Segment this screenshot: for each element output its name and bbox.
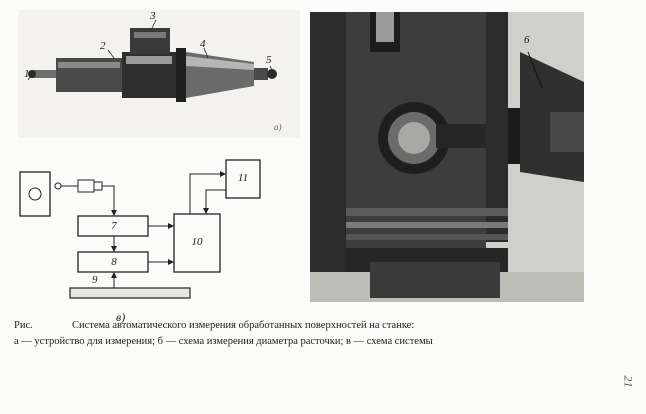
caption-title: Система автоматического измерения обрабо… <box>72 320 415 331</box>
figure-panel-a: 1 2 3 4 5 а) <box>18 10 300 138</box>
label-1: 1 <box>24 68 30 80</box>
figure-panel-v-schematic: 7 8 10 11 9 в) <box>14 150 288 330</box>
label-3: 3 <box>150 10 156 22</box>
label-4: 4 <box>200 38 206 50</box>
figure-panel-b-photo: 6 <box>310 12 584 302</box>
panel-v-tag: в) <box>116 310 126 324</box>
machine-photo <box>310 12 584 302</box>
caption-line-2: а — устройство для измерения; б — схема … <box>14 336 433 347</box>
figure-caption: Рис. Система автоматического измерения о… <box>14 318 624 350</box>
block-8-label: 8 <box>111 256 117 268</box>
label-5: 5 <box>266 54 272 66</box>
scale-9-label: 9 <box>92 274 98 286</box>
label-2: 2 <box>100 40 106 52</box>
block-10-label: 10 <box>191 236 203 248</box>
panel-a-tag: а) <box>274 122 282 132</box>
label-6: 6 <box>524 34 530 46</box>
block-11-label: 11 <box>237 172 249 184</box>
probe-device-drawing <box>18 10 300 138</box>
page-number: 21 <box>621 375 636 388</box>
caption-prefix: Рис. <box>14 320 33 331</box>
block-7-label: 7 <box>111 220 117 232</box>
system-block-diagram <box>19 159 261 299</box>
